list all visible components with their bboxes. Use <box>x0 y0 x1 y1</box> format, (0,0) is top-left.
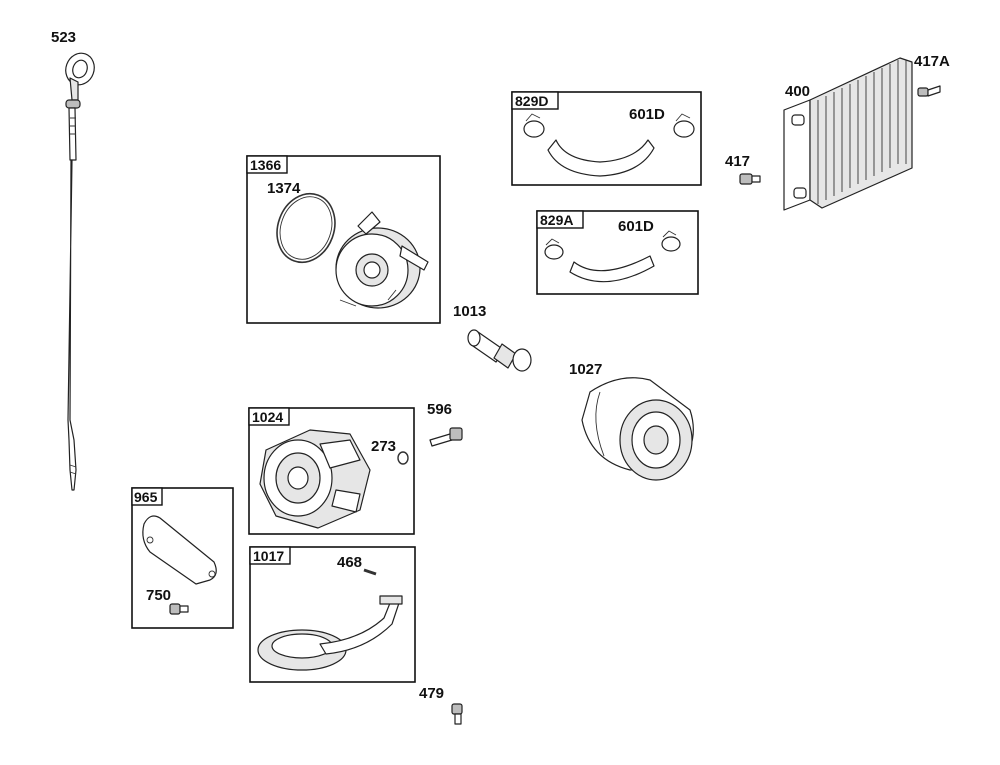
box-1024 <box>248 407 415 535</box>
box-1366 <box>246 155 441 324</box>
clamp-part[interactable] <box>661 230 681 252</box>
label-829D: 829D <box>515 93 548 109</box>
dipstick-part[interactable] <box>61 49 98 491</box>
pump-screw-part[interactable] <box>429 427 463 447</box>
adapter-fitting-part[interactable] <box>467 329 532 372</box>
pickup-screw-part[interactable] <box>451 703 463 725</box>
label-523: 523 <box>51 29 76 46</box>
pickup-pin-part[interactable] <box>363 568 377 576</box>
cooler-part[interactable] <box>783 57 913 211</box>
label-417A: 417A <box>914 53 950 70</box>
pickup-screen-part[interactable] <box>257 595 403 671</box>
pump-oring-part[interactable] <box>397 451 409 465</box>
label-1013: 1013 <box>453 303 486 320</box>
clamp-part[interactable] <box>673 113 695 138</box>
box-829D <box>511 91 702 186</box>
cooler-nut-part[interactable] <box>739 173 761 185</box>
hose-part[interactable] <box>547 139 655 177</box>
gasket-screw-part[interactable] <box>169 603 189 615</box>
clamp-part[interactable] <box>523 113 545 138</box>
label-601D-mid: 601D <box>618 218 654 235</box>
label-273: 273 <box>371 438 396 455</box>
oil-pump-part[interactable] <box>259 429 371 529</box>
cooler-screw-part[interactable] <box>917 85 941 97</box>
label-468: 468 <box>337 554 362 571</box>
box-1017 <box>249 546 416 683</box>
oil-cooler-housing-part[interactable] <box>335 211 429 309</box>
label-1024: 1024 <box>252 409 283 425</box>
gasket-part[interactable] <box>142 515 217 585</box>
label-1017: 1017 <box>253 548 284 564</box>
oil-filter-part[interactable] <box>581 377 694 481</box>
hose-part[interactable] <box>569 255 655 283</box>
label-479: 479 <box>419 685 444 702</box>
label-1374: 1374 <box>267 180 301 197</box>
label-1366: 1366 <box>250 157 281 173</box>
o-ring-part[interactable] <box>268 186 345 271</box>
clamp-part[interactable] <box>544 238 564 260</box>
label-417: 417 <box>725 153 750 170</box>
label-829A: 829A <box>540 212 573 228</box>
label-750: 750 <box>146 587 171 604</box>
label-965: 965 <box>134 489 158 505</box>
label-596: 596 <box>427 401 452 418</box>
label-601D-top: 601D <box>629 106 665 123</box>
label-400: 400 <box>785 83 810 100</box>
label-1027: 1027 <box>569 361 602 378</box>
box-965 <box>131 487 234 629</box>
box-829A <box>536 210 699 295</box>
